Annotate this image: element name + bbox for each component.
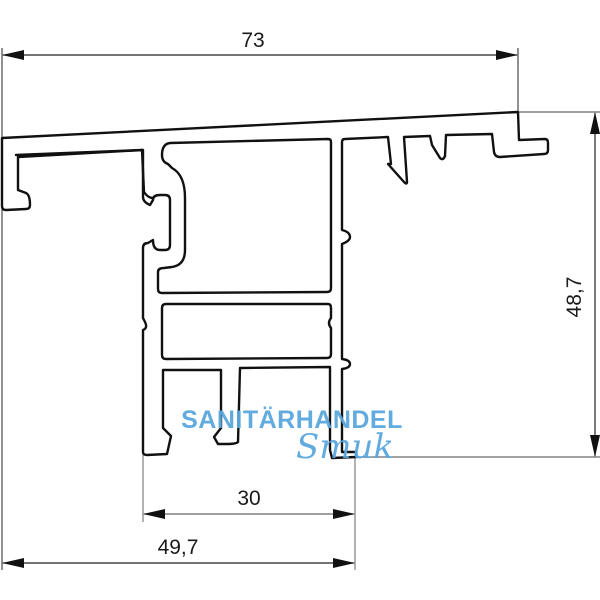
watermark: SANITÄRHANDEL Smuk bbox=[181, 406, 403, 467]
dimension-base-width: 49,7 bbox=[1, 210, 355, 570]
watermark-line1: SANITÄRHANDEL bbox=[181, 406, 403, 434]
middle-chamber bbox=[160, 302, 333, 361]
dimension-overall-width: 73 bbox=[1, 29, 519, 210]
upper-chamber bbox=[156, 137, 333, 295]
dimension-height: 48,7 bbox=[356, 111, 600, 458]
dimension-label-73: 73 bbox=[241, 29, 264, 52]
dimension-label-49-7: 49,7 bbox=[158, 536, 199, 559]
dimension-inner-width: 30 bbox=[142, 455, 356, 570]
dimension-label-30: 30 bbox=[237, 487, 260, 510]
watermark-line2: Smuk bbox=[296, 427, 394, 467]
dimension-label-48-7: 48,7 bbox=[563, 277, 586, 318]
inner-channel-left bbox=[14, 148, 155, 200]
profile-outline bbox=[0, 110, 550, 460]
outer-contour bbox=[0, 110, 550, 460]
